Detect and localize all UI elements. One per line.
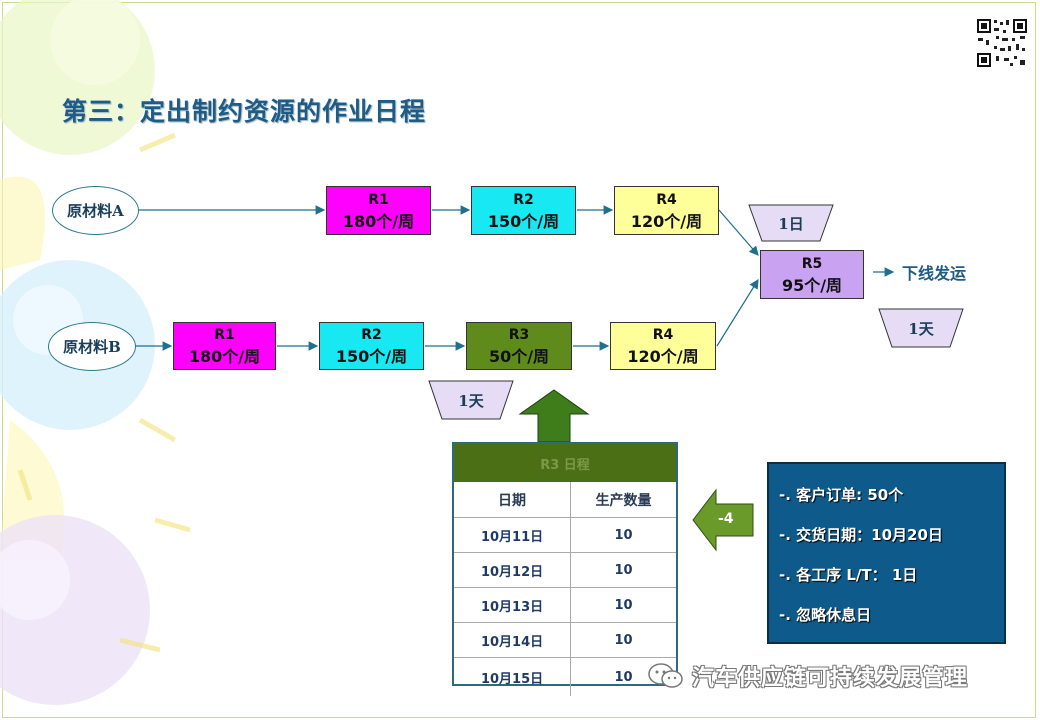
process-b-r4: R4 120个/周 (610, 322, 716, 370)
condition-item: -. 客户订单: 50个 (779, 486, 904, 504)
schedule-qty: 10 (570, 587, 676, 623)
process-rate: 180个/周 (188, 347, 261, 366)
schedule-qty: 10 (570, 622, 676, 658)
buffer-shape (878, 308, 964, 348)
schedule-date: 10月11日 (454, 517, 572, 553)
schedule-qty: 10 (570, 517, 676, 553)
process-rate: 180个/周 (342, 211, 415, 231)
process-rate: 95个/周 (781, 275, 843, 295)
process-a-r1: R1 180个/周 (326, 186, 431, 235)
lead-offset-label: -4 (718, 511, 734, 527)
process-a-r2: R2 150个/周 (471, 186, 576, 235)
process-name: R2 (513, 191, 534, 208)
schedule-date: 10月15日 (454, 657, 572, 696)
process-b-r2: R2 150个/周 (319, 322, 424, 370)
schedule-date: 10月14日 (454, 622, 572, 658)
schedule-header-qty: 生产数量 (570, 482, 676, 518)
material-a-node: 原材料A (52, 186, 139, 235)
brand-watermark: 汽车供应链可持续发展管理 (648, 660, 968, 692)
process-rate: 150个/周 (487, 211, 560, 231)
table-row: 10月12日 10 (454, 552, 676, 588)
condition-item: -. 交货日期：10月20日 (779, 526, 943, 544)
table-row: 10月15日 10 (454, 657, 676, 696)
condition-item: -. 忽略休息日 (779, 606, 872, 624)
process-rate: 120个/周 (630, 211, 703, 231)
conditions-box: -. 客户订单: 50个 -. 交货日期：10月20日 -. 各工序 L/T： … (767, 462, 1006, 644)
assembly-buffer: 1日 (748, 204, 834, 242)
ship-label: 下线发运 (902, 264, 967, 283)
process-name: R2 (361, 327, 382, 343)
process-b-r3-constraint: R3 50个/周 (466, 322, 572, 370)
process-a-r4: R4 120个/周 (614, 186, 719, 235)
chat-bubble-icon (648, 663, 683, 688)
constraint-buffer: 1天 (428, 380, 514, 420)
qr-code-icon (976, 18, 1028, 68)
schedule-qty: 10 (570, 552, 676, 588)
process-name: R4 (652, 327, 674, 343)
process-r5-assembly: R5 95个/周 (760, 250, 864, 299)
process-name: R3 (508, 327, 530, 343)
table-row: 10月14日 10 (454, 622, 676, 658)
schedule-title: R3 日程 (454, 444, 676, 482)
table-row: 10月11日 10 (454, 517, 676, 553)
buffer-label: 1天 (908, 319, 934, 338)
slide-title: 第三：定出制约资源的作业日程 (62, 97, 427, 126)
buffer-label: 1天 (458, 391, 484, 410)
buffer-shape (428, 380, 514, 420)
schedule-qty: 10 (614, 669, 633, 685)
process-name: R5 (801, 255, 823, 272)
material-a-label: 原材料A (67, 202, 124, 220)
process-rate: 120个/周 (627, 347, 699, 366)
process-name: R1 (368, 191, 389, 208)
schedule-header-date: 日期 (454, 482, 572, 518)
up-arrow-icon (518, 389, 590, 443)
brand-name: 汽车供应链可持续发展管理 (692, 666, 969, 691)
schedule-date: 10月13日 (454, 587, 572, 623)
process-rate: 50个/周 (488, 347, 550, 366)
table-row: 10月13日 10 (454, 587, 676, 623)
left-arrow-icon (692, 488, 754, 552)
material-b-label: 原材料B (63, 338, 121, 356)
process-b-r1: R1 180个/周 (173, 322, 276, 370)
material-b-node: 原材料B (48, 322, 136, 371)
r3-schedule-table: R3 日程 日期 生产数量 10月11日 10 10月12日 10 10月13日… (452, 442, 678, 696)
buffer-shape (748, 204, 834, 242)
process-rate: 150个/周 (335, 347, 408, 366)
buffer-label: 1日 (778, 214, 804, 233)
process-name: R1 (214, 327, 235, 343)
process-name: R4 (656, 191, 677, 208)
schedule-date: 10月12日 (454, 552, 572, 588)
lead-offset-arrow: -4 (692, 488, 754, 552)
condition-item: -. 各工序 L/T： 1日 (779, 566, 918, 584)
ship-buffer: 1天 (878, 308, 964, 348)
